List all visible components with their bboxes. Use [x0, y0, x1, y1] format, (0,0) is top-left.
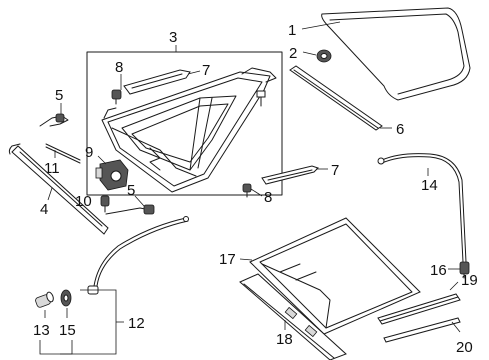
- part-bracket-5-upper: [39, 113, 69, 127]
- part-rod-11: [45, 143, 81, 164]
- part-clip-2: [316, 49, 332, 63]
- callout-20: 20: [456, 339, 473, 356]
- callout-13: 13: [33, 322, 50, 339]
- callout-7b: 7: [331, 162, 339, 179]
- callout-8b: 8: [264, 189, 272, 206]
- part-trim-strip-19: [377, 293, 461, 325]
- callout-3: 3: [169, 29, 177, 46]
- part-sunroof-frame: [101, 67, 277, 193]
- part-guide-rail-7-bottom: [261, 165, 319, 185]
- leader-8b: [250, 188, 263, 197]
- frame-assembly-box: [86, 51, 283, 196]
- part-grommet-13: [35, 291, 54, 308]
- callout-19: 19: [461, 272, 478, 289]
- callout-4: 4: [40, 201, 48, 218]
- part-seal-track-4: [8, 143, 109, 235]
- leader-20: [451, 321, 461, 333]
- part-bolt-8-top: [111, 89, 122, 105]
- callout-7a: 7: [202, 62, 210, 79]
- leader-1: [301, 21, 341, 30]
- leader-2: [302, 51, 317, 56]
- part-guide-rail-7-top: [123, 69, 191, 95]
- part-center-bolt: [256, 90, 266, 107]
- callout-5b: 5: [127, 182, 135, 199]
- leader-4: [47, 187, 53, 201]
- part-screw-10: [100, 195, 110, 213]
- part-sunshade-17: [249, 217, 421, 335]
- part-bolt-8-bottom: [242, 183, 252, 198]
- part-deflector-6: [289, 65, 383, 131]
- callout-17: 17: [219, 251, 236, 268]
- leader-7a: [187, 70, 201, 75]
- callout-2: 2: [289, 45, 297, 62]
- callout-5a: 5: [55, 87, 63, 104]
- leader-13-15-bracket: [39, 340, 73, 355]
- callout-9: 9: [85, 144, 93, 161]
- part-connector-16: [459, 261, 470, 279]
- callout-16: 16: [430, 262, 447, 279]
- part-washer-15: [60, 289, 72, 307]
- leader-17: [239, 258, 253, 261]
- leader-9: [97, 155, 107, 165]
- part-shade-bow-18: [239, 273, 347, 360]
- callout-18: 18: [276, 331, 293, 348]
- leader-19: [449, 281, 459, 291]
- callout-10: 10: [75, 193, 92, 210]
- part-trim-strip-20: [383, 317, 461, 343]
- part-motor-9: [95, 159, 129, 191]
- callout-15: 15: [59, 322, 76, 339]
- callout-12: 12: [128, 315, 145, 332]
- part-bracket-5-lower: [105, 204, 155, 215]
- part-glass-panel: [321, 7, 471, 101]
- part-drain-hose-14: [377, 153, 467, 263]
- callout-1: 1: [288, 22, 296, 39]
- callout-14: 14: [421, 177, 438, 194]
- leader-5b: [134, 195, 145, 207]
- callout-6: 6: [396, 121, 404, 138]
- callout-8a: 8: [115, 59, 123, 76]
